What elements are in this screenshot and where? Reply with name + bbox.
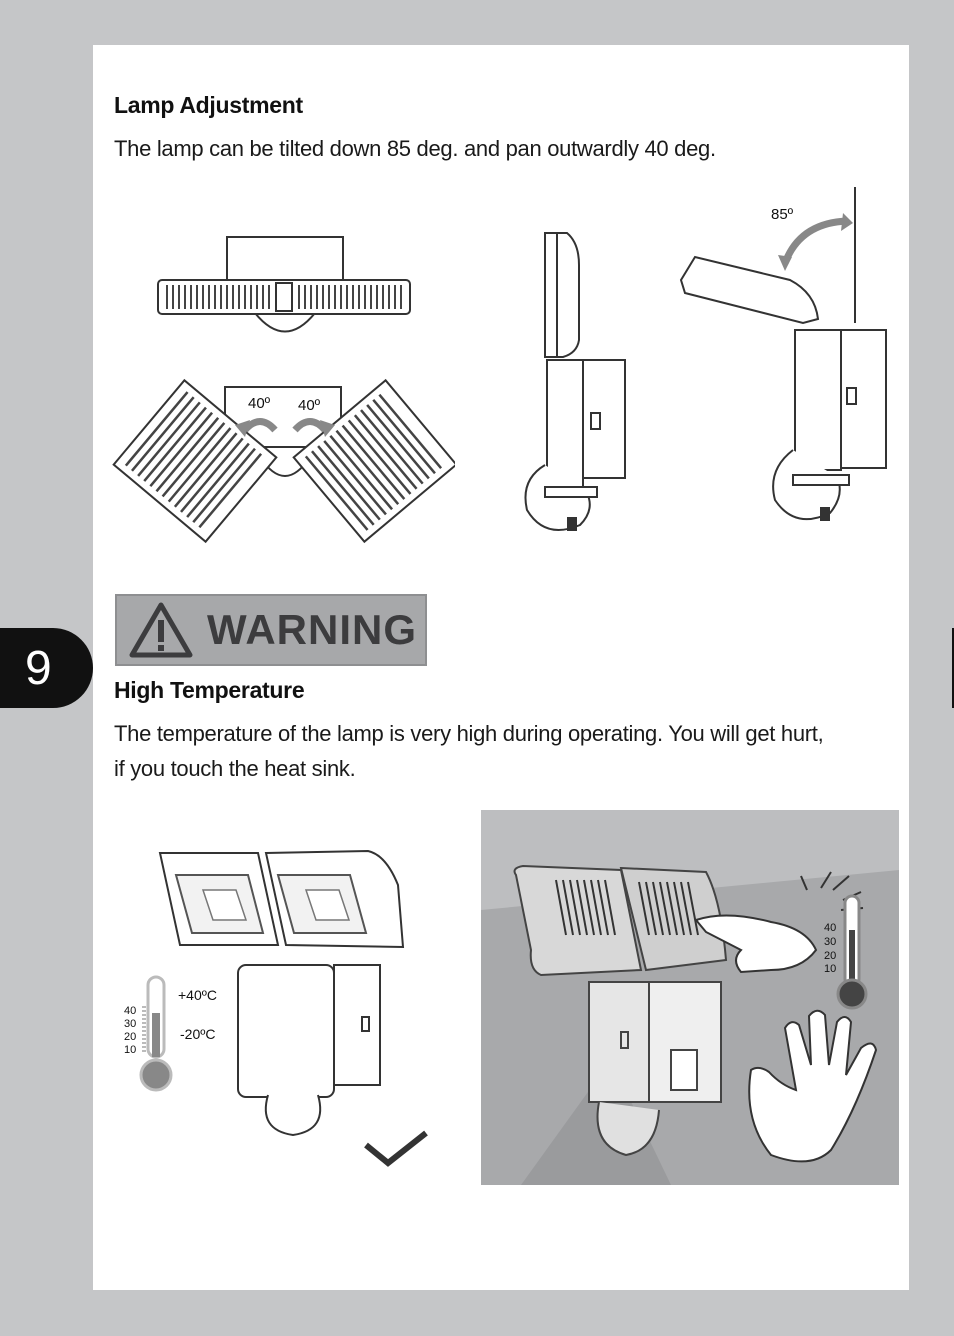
pan-adjustment-figure: 40º 40º [110, 225, 455, 545]
pan-left-label: 40º [248, 395, 271, 412]
tilt-side-view-figure [515, 225, 640, 540]
thermo-right-tick-10: 10 [824, 963, 836, 975]
hot-heatsink-figure: 40 30 20 10 [481, 810, 899, 1185]
high-temperature-heading: High Temperature [114, 677, 305, 703]
warning-banner: WARNING [115, 594, 427, 666]
tilt-label: 85º [771, 206, 794, 223]
high-temperature-text-line1: The temperature of the lamp is very high… [114, 721, 824, 746]
thermo-right-tick-40: 40 [824, 922, 836, 934]
warning-label: WARNING [207, 606, 417, 653]
operating-temperature-figure: 40 30 20 10 +40ºC -20ºC [118, 845, 438, 1175]
max-temp-label: +40ºC [178, 987, 217, 1003]
page-number-tab: 9 [0, 628, 93, 708]
min-temp-label: -20ºC [180, 1026, 215, 1042]
tilt-85-figure: 85º [675, 185, 900, 535]
page-number: 9 [25, 641, 52, 695]
thermo-left-tick-30: 30 [124, 1018, 136, 1030]
page-edge-marker [952, 628, 954, 708]
pan-right-label: 40º [298, 397, 321, 414]
thermo-right-tick-30: 30 [824, 936, 836, 948]
thermo-left-tick-40: 40 [124, 1005, 136, 1017]
thermo-right-tick-20: 20 [824, 950, 836, 962]
lamp-adjustment-heading: Lamp Adjustment [114, 92, 303, 118]
thermo-left-tick-20: 20 [124, 1031, 136, 1043]
high-temperature-text-line2: if you touch the heat sink. [114, 756, 356, 781]
warning-triangle-icon [129, 602, 193, 658]
thermo-left-tick-10: 10 [124, 1044, 136, 1056]
lamp-adjustment-text: The lamp can be tilted down 85 deg. and … [114, 136, 716, 161]
